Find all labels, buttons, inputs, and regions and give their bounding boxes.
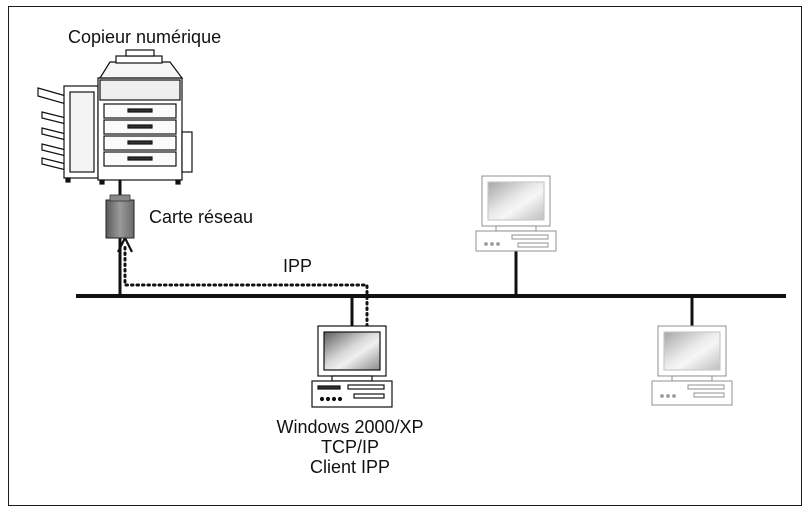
network-card-icon [105, 194, 135, 239]
computer-icon [311, 325, 393, 408]
client-description: Windows 2000/XP TCP/IP Client IPP [230, 417, 470, 477]
copier-icon [37, 49, 193, 185]
ipp-dotted-path [123, 245, 369, 328]
computer-icon [651, 325, 733, 406]
client-software-label: Client IPP [309, 457, 391, 477]
computer-icon [475, 175, 557, 252]
client-protocol-label: TCP/IP [320, 437, 379, 457]
copier-label: Copieur numérique [68, 27, 222, 47]
protocol-label: IPP [283, 256, 313, 276]
client-os-label: Windows 2000/XP [276, 417, 424, 437]
network-card-label: Carte réseau [149, 207, 254, 227]
